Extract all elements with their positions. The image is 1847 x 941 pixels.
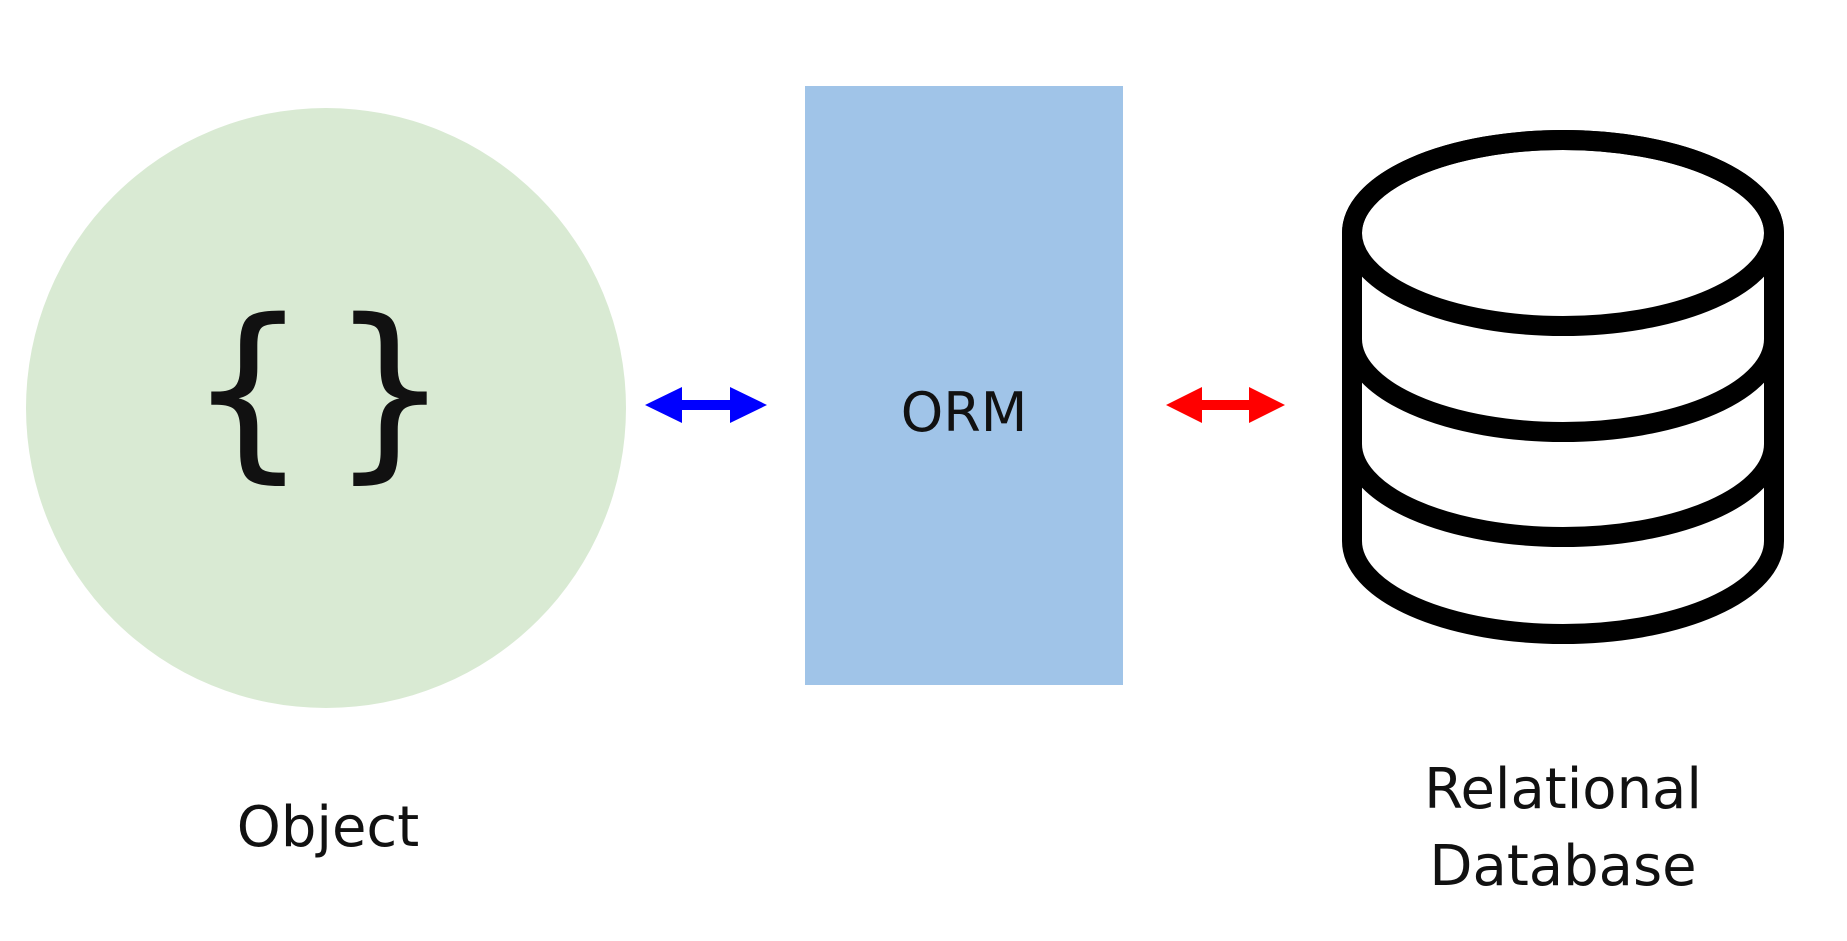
- database-icon: [1342, 130, 1784, 644]
- object-label: Object: [237, 795, 419, 860]
- orm-node: ORM: [805, 86, 1123, 685]
- object-node: { } Object: [26, 108, 626, 860]
- object-circle: [26, 108, 626, 708]
- object-brace-left: {: [188, 279, 309, 500]
- database-label-line2: Database: [1429, 834, 1696, 899]
- object-orm-arrow: [645, 387, 767, 423]
- object-brace-right: }: [330, 279, 451, 500]
- database-label: Relational Database: [1424, 757, 1702, 899]
- orm-label: ORM: [901, 381, 1028, 444]
- orm-database-arrow: [1166, 387, 1285, 423]
- orm-box: [805, 86, 1123, 685]
- database-label-line1: Relational: [1424, 757, 1702, 822]
